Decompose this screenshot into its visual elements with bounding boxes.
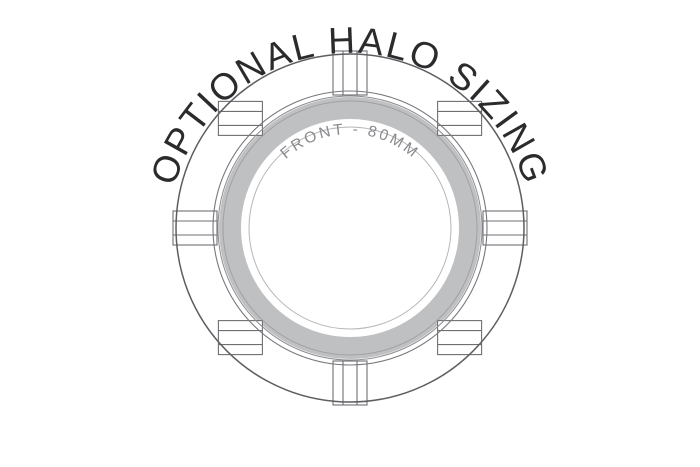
ring-outline-mid-a (212, 90, 488, 366)
ring-assembly (172, 50, 528, 406)
ring-outline-mid-c (222, 100, 478, 356)
tab-left (172, 210, 218, 246)
ring-band (219, 97, 481, 359)
ring-outline-inner (248, 126, 452, 330)
tab-top (332, 50, 368, 96)
ring-outline-mid-b (217, 95, 483, 361)
tab-right (482, 210, 528, 246)
ring-outline-outer (175, 53, 525, 403)
tab-group (172, 50, 528, 406)
tab-bottom (332, 360, 368, 406)
